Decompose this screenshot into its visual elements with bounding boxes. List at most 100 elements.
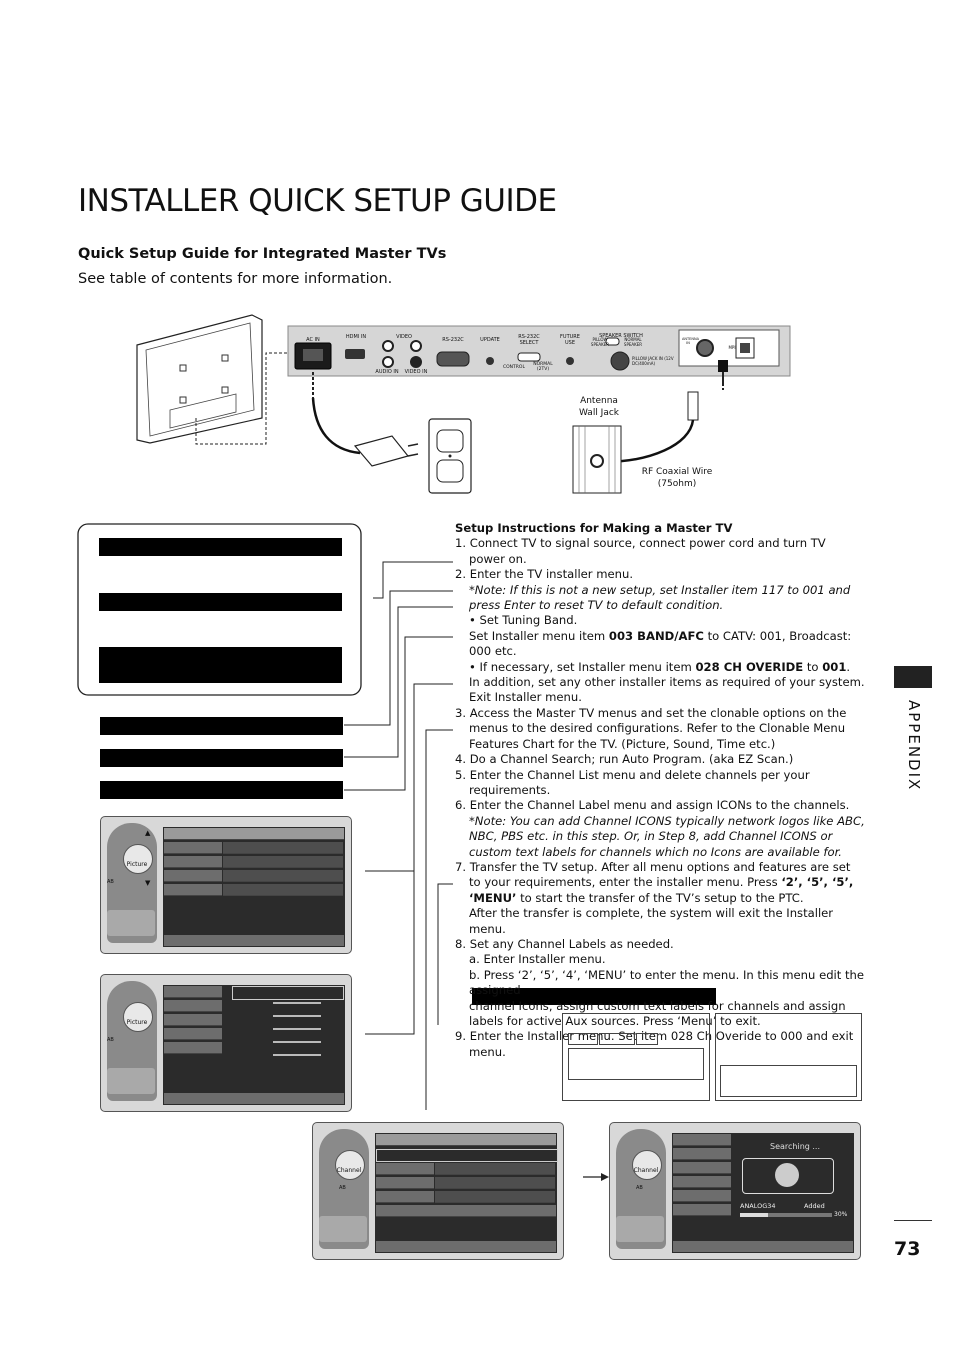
progress-percent: 30% [834,1211,848,1218]
key-box [568,1033,598,1045]
channel-label: Channel [633,1167,659,1174]
step-6-note: *Note: You can add Channel ICONS typical… [455,814,865,860]
menu-value-row [223,856,343,868]
menu-row [164,884,222,896]
slider [273,1054,321,1056]
menu-row [164,1042,222,1054]
menu-row [673,1190,731,1202]
menu-footer [376,1241,556,1252]
search-animation-box [742,1158,834,1194]
tv-screen [163,827,345,947]
text: to CATV: 001, Broadcast: 000 etc. [469,628,852,659]
help-box [319,1216,367,1242]
port-video-in: VIDEO IN [404,369,428,375]
page-number-rule [894,1220,932,1221]
step-4: 4. Do a Channel Search; run Auto Program… [455,752,794,767]
up-arrow-icon: ▲ [145,829,151,837]
port-speaker-switch: SPEAKER SWITCH [599,333,643,339]
menu-footer [673,1241,853,1252]
see-toc-note: See table of contents for more informati… [78,271,393,287]
menu-row [164,856,222,868]
transfer-box [715,1013,862,1101]
step-6: 6. Enter the Channel Label menu and assi… [455,798,850,813]
port-ac-in: AC IN [306,337,320,343]
picture-label: Picture [126,861,148,868]
menu-value-row [435,1163,555,1175]
progress-track [740,1213,832,1217]
menu-item: 028 CH OVERIDE [695,659,804,674]
port-rs232c: RS-232C [442,337,464,343]
menu-row [376,1163,434,1175]
tv-screen [163,985,345,1105]
setup-instructions: Setup Instructions for Making a Master T… [455,521,865,1060]
tv-screen [375,1133,558,1253]
note-label: *Note: [469,813,507,828]
step-1: 1. Connect TV to signal source, connect … [455,536,826,566]
note-text: You can add Channel ICONS typically netw… [469,813,865,859]
picture-menu-screen: Picture AB ▲ ▼ [100,816,352,954]
ab-label: AB [107,879,114,885]
menu-header-row [164,828,344,840]
channel-menu-screen: Channel AB [312,1122,564,1260]
channel-label: Channel [336,1167,362,1174]
step-bar-channel-search [100,717,343,735]
instructions-heading: Setup Instructions for Making a Master T… [455,521,733,535]
picture-adjust-screen: Picture AB [100,974,352,1112]
menu-row [376,1191,434,1203]
port-pillow-speaker: PILLOW SPEAKER [590,337,610,347]
port-future-use: FUTURE USE [560,334,580,346]
step-2-extra: In addition, set any other installer ite… [469,675,865,690]
menu-value-row [435,1177,555,1189]
entry-box [568,1048,704,1080]
menu-footer [164,935,344,946]
menu-row [164,842,222,854]
picture-icon [123,844,153,874]
help-box [107,1068,155,1094]
step-bar-installer [472,988,716,1005]
text: • If necessary, set Installer menu item [469,659,696,674]
text: to start the transfer of the TV’s setup … [516,890,804,905]
help-box [616,1216,664,1242]
step-bar-channel-label [100,781,343,799]
step-bar-channel-list [100,749,343,767]
port-video: VIDEO [396,334,412,340]
channel-icon [632,1150,662,1180]
text: 7. Transfer the TV setup. After all menu… [455,859,851,890]
step-2-note: *Note: If this is not a new setup, set I… [455,583,865,614]
section-tab-label: APPENDIX [893,700,933,792]
step-2: 2. Enter the TV installer menu. [455,567,634,582]
ab-label: AB [107,1037,114,1043]
section-tab-text: APPENDIX [905,700,923,792]
page-subtitle: Quick Setup Guide for Integrated Master … [78,246,447,262]
step-2-bullet-1: • Set Tuning Band. [469,613,578,628]
menu-row [164,1014,222,1026]
rf-coaxial-wire-label: RF Coaxial Wire (75ohm) [641,467,713,489]
selected-item [232,986,344,1000]
key-sequence: ‘2’, ‘5’, ‘5’, ‘MENU’ [469,875,854,905]
key-box [636,1033,658,1045]
menu-header-row [376,1134,556,1146]
menu-row [376,1177,434,1189]
status-added: Added [804,1202,825,1210]
page-title: INSTALLER QUICK SETUP GUIDE [78,183,557,219]
step-8c: channel Icons, assign custom text labels… [469,998,846,1028]
menu-item: 003 BAND/AFC [608,628,704,643]
text: Set Installer menu item [469,628,609,643]
searching-text: Searching ... [769,1142,821,1151]
channel-name: ANALOG34 [740,1202,776,1210]
menu-footer [164,1093,344,1104]
auto-program-screen: Channel AB Searching ... ANALOG34 Added … [609,1122,861,1260]
help-box [107,910,155,936]
menu-row [673,1134,731,1146]
port-normal-2tv: NORMAL (2TV) [533,362,553,372]
label-menu-box [562,1013,710,1101]
port-hdmi-in: HDMI IN [345,334,367,340]
step-8a: a. Enter Installer menu. [469,952,606,967]
page-number: 73 [894,1238,921,1260]
menu-row [164,870,222,882]
menu-value-row [223,870,343,882]
step-7: 7. Transfer the TV setup. After all menu… [455,860,865,906]
menu-row [164,986,222,998]
step-7-complete: After the transfer is complete, the syst… [469,906,834,936]
port-antenna-in: ANTENNA IN [682,337,699,345]
